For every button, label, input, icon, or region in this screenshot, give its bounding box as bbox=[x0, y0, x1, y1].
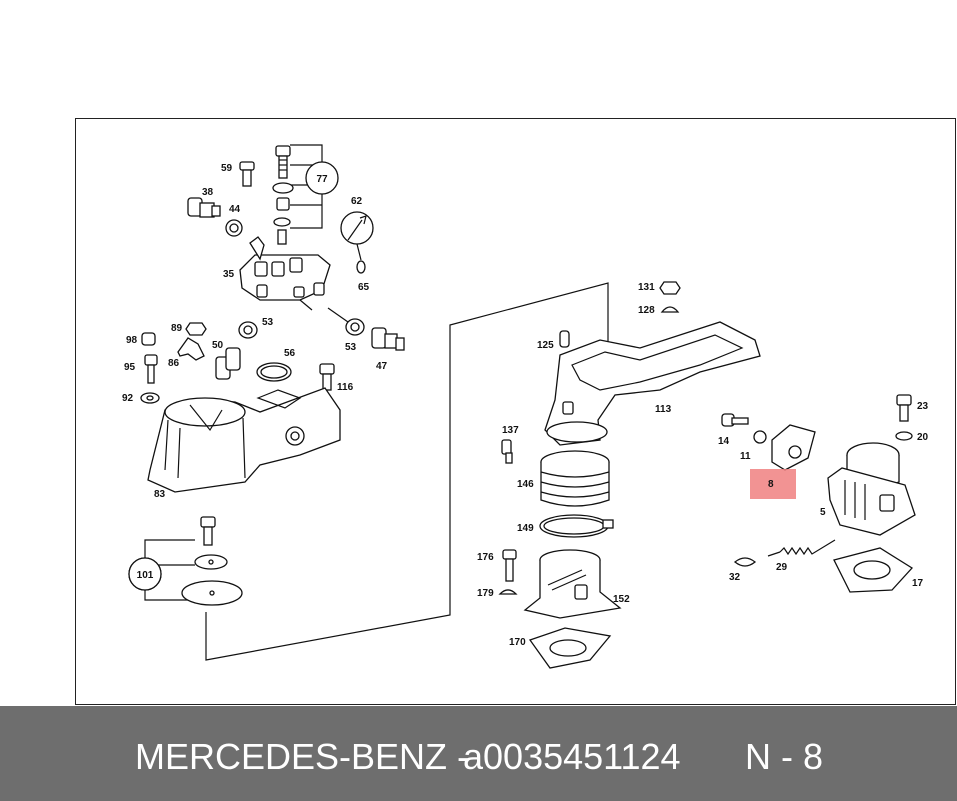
label-179: 179 bbox=[477, 588, 494, 599]
label-65: 65 bbox=[358, 282, 370, 293]
label-95: 95 bbox=[124, 362, 136, 373]
label-146: 146 bbox=[517, 479, 534, 490]
callout-77: 77 bbox=[316, 174, 328, 185]
intake-housing-group bbox=[498, 281, 761, 669]
label-128: 128 bbox=[638, 305, 655, 316]
label-98: 98 bbox=[126, 335, 138, 346]
label-92: 92 bbox=[122, 393, 134, 404]
callout-circle-77 bbox=[305, 161, 339, 195]
label-152: 152 bbox=[613, 594, 630, 605]
diagram-reference: N - 8 bbox=[745, 736, 824, 777]
label-83: 83 bbox=[154, 489, 166, 500]
caption-bar: MERCEDES-BENZ - a0035451124 N - 8 bbox=[0, 706, 957, 801]
label-137: 137 bbox=[502, 425, 519, 436]
label-47: 47 bbox=[376, 361, 388, 372]
label-17: 17 bbox=[912, 578, 924, 589]
label-170: 170 bbox=[509, 637, 526, 648]
label-20: 20 bbox=[917, 432, 929, 443]
label-86: 86 bbox=[168, 358, 180, 369]
label-59: 59 bbox=[221, 163, 233, 174]
exploded-parts-diagram: 77 101 59 38 44 62 35 65 53 98 89 50 56 … bbox=[122, 144, 929, 669]
label-89: 89 bbox=[171, 323, 183, 334]
label-29: 29 bbox=[776, 562, 788, 573]
label-32: 32 bbox=[729, 572, 741, 583]
label-35: 35 bbox=[223, 269, 235, 280]
brand-name: MERCEDES-BENZ - bbox=[135, 736, 470, 777]
label-113: 113 bbox=[655, 404, 672, 415]
label-5: 5 bbox=[820, 507, 826, 518]
label-116: 116 bbox=[337, 382, 354, 393]
fuel-distributor-group bbox=[128, 144, 609, 661]
label-131: 131 bbox=[638, 282, 655, 293]
label-53b: 53 bbox=[345, 342, 357, 353]
label-11: 11 bbox=[740, 451, 751, 462]
callout-101: 101 bbox=[137, 570, 154, 581]
label-56: 56 bbox=[284, 348, 296, 359]
label-176: 176 bbox=[477, 552, 494, 563]
label-62: 62 bbox=[351, 196, 363, 207]
part-number: a0035451124 bbox=[463, 736, 681, 777]
callout-circle-101 bbox=[128, 557, 162, 591]
label-149: 149 bbox=[517, 523, 534, 534]
label-53: 53 bbox=[262, 317, 274, 328]
label-38: 38 bbox=[202, 187, 214, 198]
throttle-switch-group bbox=[721, 394, 916, 593]
label-50: 50 bbox=[212, 340, 224, 351]
label-44: 44 bbox=[229, 204, 241, 215]
label-23: 23 bbox=[917, 401, 929, 412]
label-125: 125 bbox=[537, 340, 554, 351]
label-8-highlighted: 8 bbox=[768, 479, 774, 490]
label-14: 14 bbox=[718, 436, 730, 447]
highlighted-part-marker bbox=[750, 469, 796, 499]
